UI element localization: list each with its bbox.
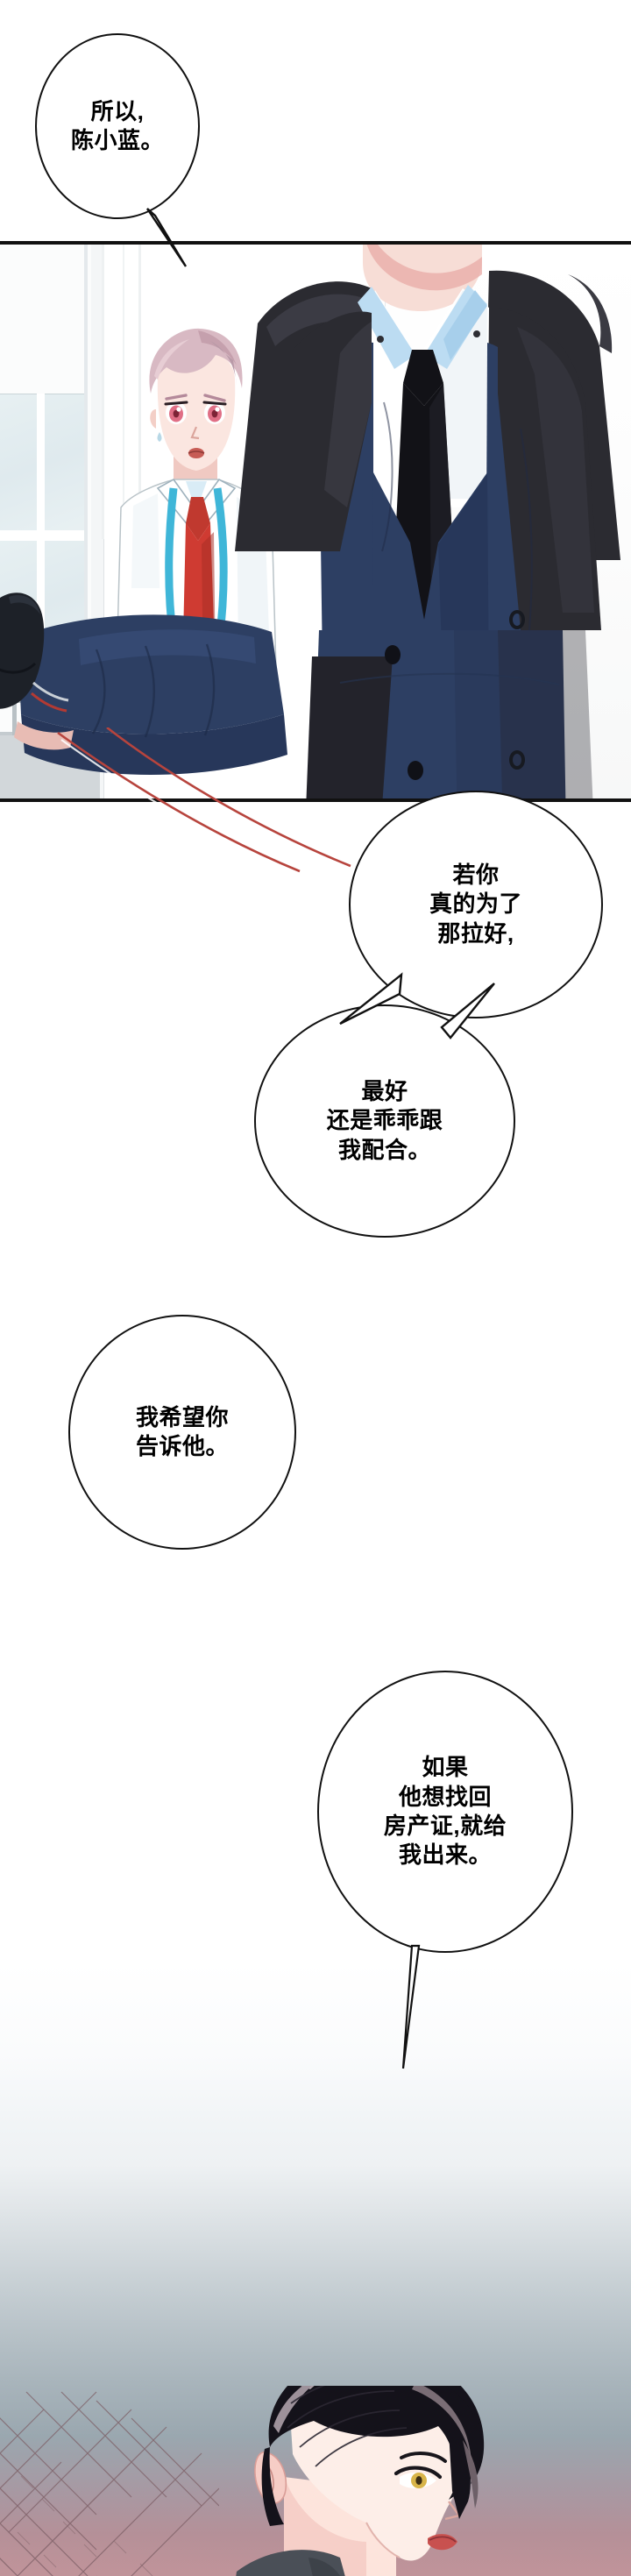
speech-bubble-2-text: 若你 真的为了 那拉好, <box>429 862 523 947</box>
wall-trim-vertical <box>84 245 88 798</box>
window-mullion-vertical <box>37 394 45 671</box>
crosshatch-texture <box>0 2391 219 2576</box>
light-streak-c <box>138 245 141 557</box>
bubble-3-tail <box>438 980 517 1050</box>
speech-bubble-1-text: 所以, 陈小蓝。 <box>70 97 165 153</box>
comic-panel-office-scene <box>0 241 631 802</box>
speech-bubble-2: 若你 真的为了 那拉好, <box>349 791 603 1018</box>
light-streak-b <box>123 245 124 504</box>
speech-bubble-1: 所以, 陈小蓝。 <box>35 33 200 219</box>
profile-figure <box>236 2386 485 2576</box>
bubble-1-tail <box>146 208 217 287</box>
comic-panel-profile-portrait <box>0 2165 631 2576</box>
speech-bubble-4: 我希望你 告诉他。 <box>68 1315 296 1550</box>
red-streak-lines <box>57 727 351 876</box>
bubble-5-tail <box>396 1944 449 2084</box>
arm-and-gloved-hand <box>0 593 287 776</box>
bubble-2-tail <box>338 972 417 1034</box>
light-streak-a <box>102 245 104 539</box>
speech-bubble-3-text: 最好 还是乖乖跟 我配合。 <box>326 1078 443 1163</box>
speech-bubble-4-text: 我希望你 告诉他。 <box>135 1403 230 1459</box>
speech-bubble-3: 最好 还是乖乖跟 我配合。 <box>254 1004 515 1238</box>
gradient-transition <box>0 1963 631 2165</box>
foreground-character-suited-man <box>235 245 620 798</box>
speech-bubble-5: 如果 他想找回 房产证,就给 我出来。 <box>317 1671 573 1953</box>
speech-bubble-5-text: 如果 他想找回 房产证,就给 我出来。 <box>383 1754 507 1869</box>
